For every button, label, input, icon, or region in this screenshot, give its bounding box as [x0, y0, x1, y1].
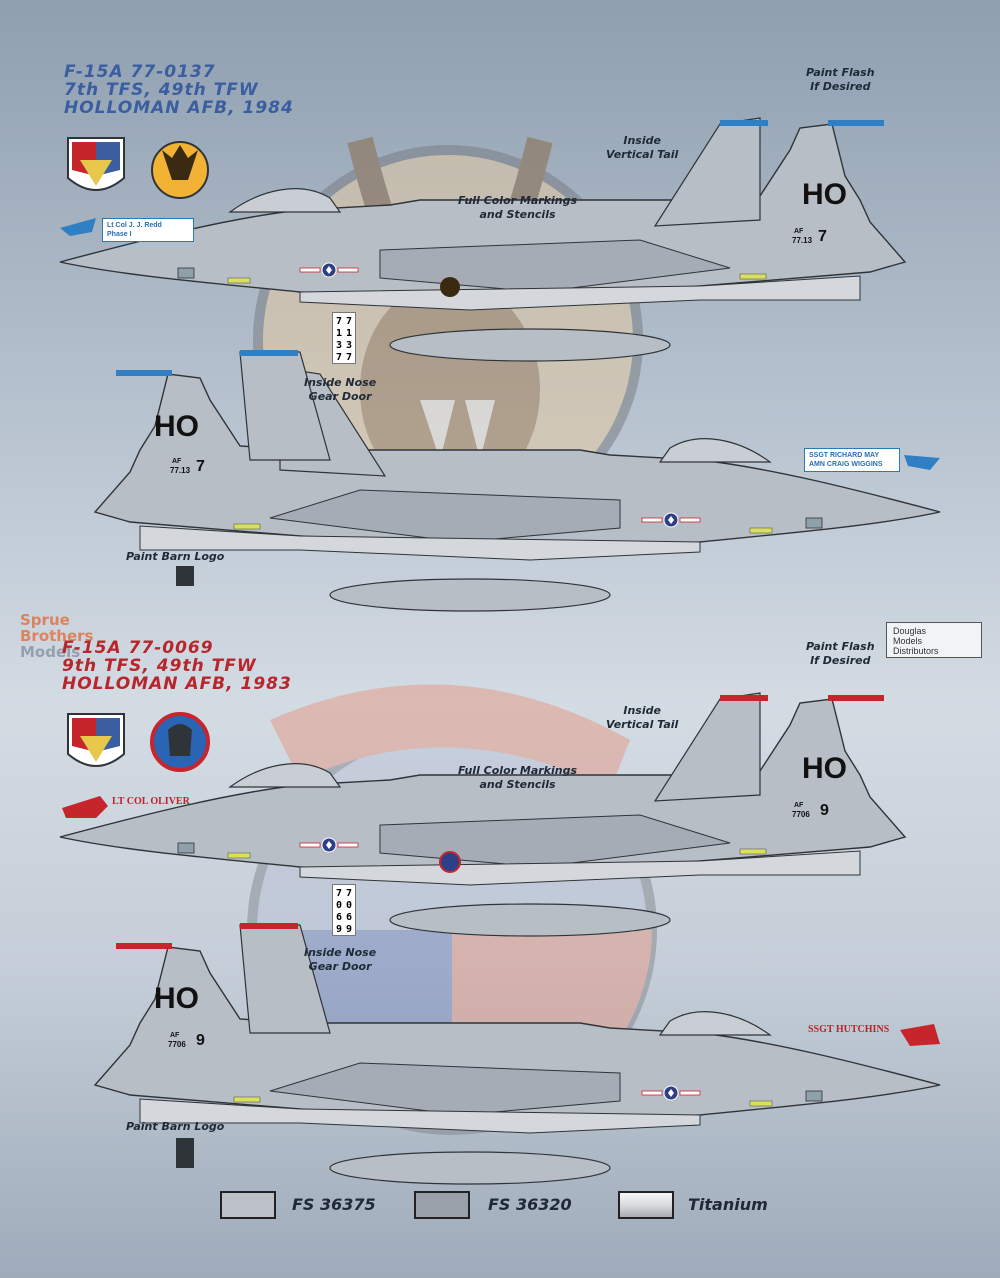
set2-paint-flash-label: Paint Flash If Desired [806, 640, 875, 668]
set2-lower-aircraft [94, 943, 941, 1185]
set2-paint-barn-logo [176, 1138, 194, 1168]
distributor-line: Distributors [893, 646, 939, 656]
set1-title-line: F-15A 77-0137 [64, 62, 216, 82]
set1-inside-tail-label: Inside Vertical Tail [606, 134, 678, 162]
watermark-line: Sprue [20, 611, 70, 629]
set1-paint-flash-label: Paint Flash If Desired [806, 66, 875, 94]
label-line: and Stencils [479, 207, 556, 221]
set2-tail-digit-upper: 9 [820, 802, 829, 819]
set2-title-line: F-15A 77-0069 [62, 638, 214, 658]
set1-squadron-patch [151, 141, 209, 199]
pilot-line: SSGT RICHARD MAY [809, 452, 880, 459]
set1-tail-code-lower: HO [154, 410, 199, 443]
label-line: and Stencils [479, 777, 556, 791]
label-line: If Desired [810, 79, 871, 93]
set2-tail-prefix-lower: AF [170, 1032, 180, 1039]
set2-tail-serial-lower: 7706 [168, 1040, 186, 1049]
serial-stack-col: 7 0 6 9 [335, 888, 343, 935]
legend-swatch-titanium [618, 1191, 674, 1219]
label-line: Gear Door [308, 389, 372, 403]
label-line: Full Color Markings [458, 764, 578, 777]
set2-tail-code-upper: HO [802, 752, 847, 785]
serial-stack-col: 7 1 3 7 [335, 316, 343, 363]
watermark-line: Models [20, 643, 81, 661]
set2-serial-stack: 7 0 6 9 7 0 6 9 [332, 884, 356, 936]
distributor-line: Models [893, 636, 923, 646]
label-line: Inside Nose [304, 376, 377, 389]
set1-inside-nose-label: Inside Nose Gear Door [304, 376, 376, 404]
set2-paint-barn-label: Paint Barn Logo [126, 1120, 225, 1133]
set1-title-line: 7th TFS, 49th TFW [64, 79, 259, 100]
set2-red-flash-lower [900, 1024, 940, 1046]
set2-red-flash [62, 796, 108, 818]
set1-paint-barn-logo [176, 566, 194, 586]
label-line: Inside [623, 704, 661, 717]
label-line: Full Color Markings [458, 194, 578, 207]
pilot-line: Phase I [107, 231, 132, 238]
set1-paint-barn-label: Paint Barn Logo [126, 550, 225, 563]
label-line: Gear Door [308, 959, 372, 973]
set1-serial-stack: 7 1 3 7 7 1 3 7 [332, 312, 356, 364]
set2-full-color-label: Full Color Markings and Stencils [458, 764, 577, 792]
set2-title-line: 9th TFS, 49th TFW [62, 655, 257, 676]
set2-inside-tail-label: Inside Vertical Tail [606, 704, 678, 732]
set2-tail-serial-upper: 7706 [792, 810, 810, 819]
label-line: Vertical Tail [606, 717, 679, 731]
retailer-watermark: Sprue Brothers Models [20, 612, 93, 660]
set2-wing-patch [67, 713, 125, 767]
set1-full-color-label: Full Color Markings and Stencils [458, 194, 577, 222]
set1-title-line: HOLLOMAN AFB, 1984 [64, 97, 294, 118]
set2-title: F-15A 77-0069 9th TFS, 49th TFW HOLLOMAN… [62, 638, 292, 694]
set1-tail-code-upper: HO [802, 178, 847, 211]
set1-title: F-15A 77-0137 7th TFS, 49th TFW HOLLOMAN… [64, 62, 294, 118]
legend-swatch-fs36375 [220, 1191, 276, 1219]
set1-blue-flash [60, 218, 96, 236]
legend-swatch-fs36320 [414, 1191, 470, 1219]
set2-pilot-name-upper: LT COL OLIVER [112, 796, 190, 807]
set1-wing-patch [67, 137, 125, 191]
set1-tail-digit-upper: 7 [818, 228, 827, 245]
watermark-line: Brothers [20, 627, 94, 645]
set1-tail-prefix-lower: AF [172, 458, 182, 465]
set2-lower-tail-extra [239, 923, 331, 1034]
set2-inside-nose-label: Inside Nose Gear Door [304, 946, 376, 974]
set1-upper-aircraft [59, 117, 906, 362]
label-line: Inside Nose [304, 946, 377, 959]
label-line: If Desired [810, 653, 871, 667]
legend-label-fs36320: FS 36320 [488, 1195, 572, 1214]
set1-tail-serial-lower: 77.13 [170, 466, 191, 475]
set1-pilot-name-upper: Lt Col J. J. Redd Phase I [102, 218, 194, 242]
set1-tail-prefix-upper: AF [794, 228, 804, 235]
set2-tail-digit-lower: 9 [196, 1032, 205, 1049]
set2-pilot-name-lower: SSGT HUTCHINS [808, 1024, 890, 1035]
set2-squadron-patch [150, 712, 210, 772]
set1-pilot-name-lower: SSGT RICHARD MAY AMN CRAIG WIGGINS [804, 448, 900, 472]
pilot-line: Lt Col J. J. Redd [107, 222, 162, 229]
serial-stack-col: 7 1 3 7 [345, 316, 353, 363]
label-line: Inside [623, 134, 661, 147]
legend-label-fs36375: FS 36375 [292, 1195, 376, 1214]
set2-tail-code-lower: HO [154, 982, 199, 1015]
distributor-line: Douglas [893, 626, 927, 636]
serial-stack-col: 7 0 6 9 [345, 888, 353, 935]
set1-tail-digit-lower: 7 [196, 458, 205, 475]
label-line: Vertical Tail [606, 147, 679, 161]
label-line: Paint Flash [806, 66, 875, 79]
legend-label-titanium: Titanium [688, 1195, 768, 1214]
set2-tail-prefix-upper: AF [794, 802, 804, 809]
label-line: Paint Flash [806, 640, 875, 653]
set2-upper-aircraft [59, 692, 906, 937]
distributor-logo: Douglas Models Distributors [886, 622, 982, 658]
set1-blue-flash-lower [904, 455, 940, 470]
set1-lower-tail-extra [239, 350, 331, 461]
set1-tail-serial-upper: 77.13 [792, 236, 813, 245]
set2-title-line: HOLLOMAN AFB, 1983 [62, 673, 292, 694]
pilot-line: AMN CRAIG WIGGINS [809, 461, 883, 468]
